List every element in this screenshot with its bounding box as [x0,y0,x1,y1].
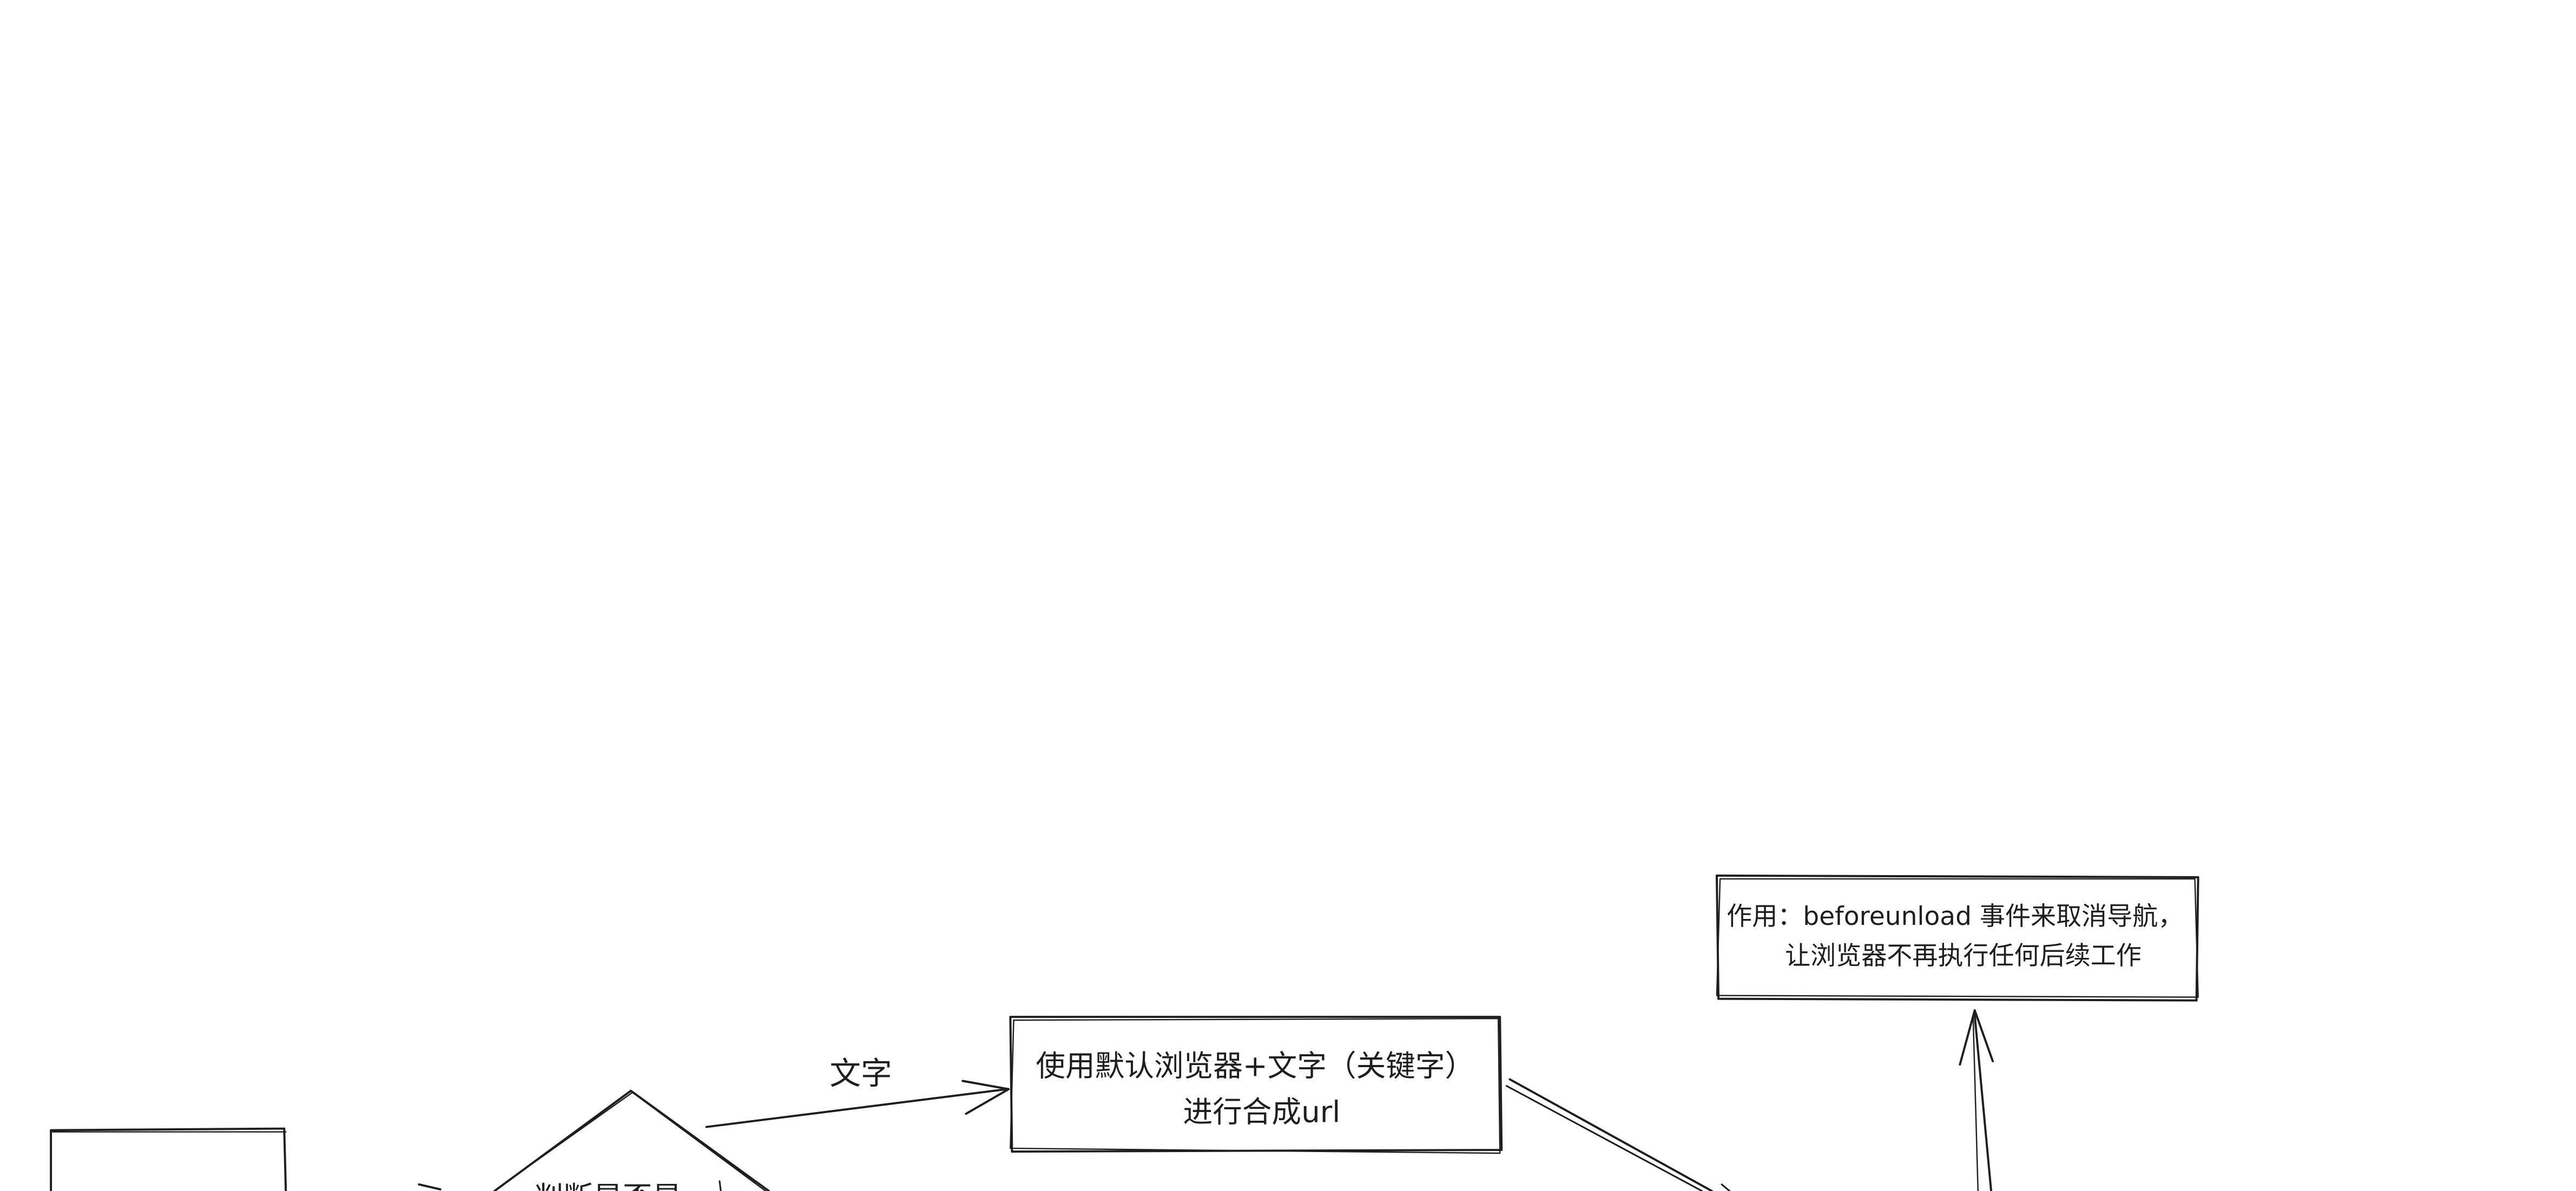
edge-label-text: 文字 [829,1055,892,1092]
compose-url-box[interactable] [1009,1016,1503,1154]
compose-url-line2: 进行合成url [1183,1094,1340,1129]
up-to-note-arrow [1959,1009,1994,1191]
decision-to-compose-arrow [705,1080,1010,1128]
compose-to-next-arrow [1505,1078,1731,1191]
beforeunload-line2: 让浏览器不再执行任何后续工作 [1785,941,2142,971]
beforeunload-line1: 作用：beforeunload 事件来取消导航， [1727,902,2183,931]
decision-text: 判断是否是 [534,1180,682,1191]
decision-diamond[interactable] [493,1089,770,1191]
start-to-decision-arrow [418,1183,442,1190]
beforeunload-note-box[interactable] [1716,874,2199,1002]
compose-url-line1: 使用默认浏览器+文字（关键字） [1036,1048,1474,1083]
left-start-box[interactable] [50,1127,287,1191]
